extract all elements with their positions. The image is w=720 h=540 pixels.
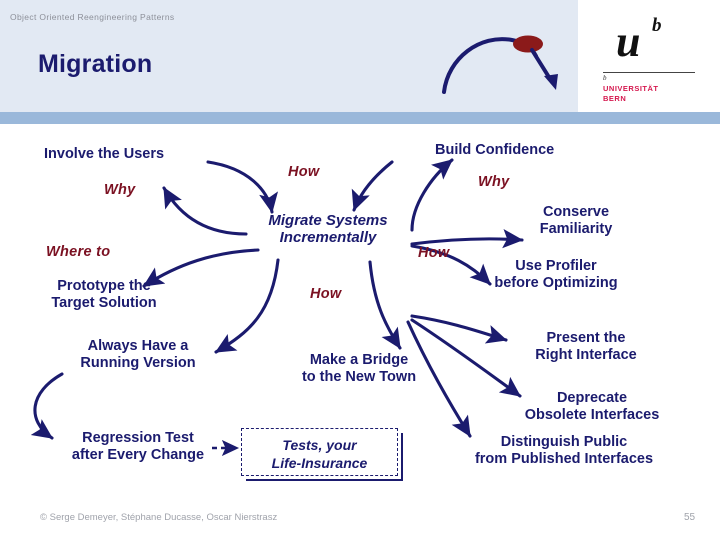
node-conserve-familiarity[interactable]: Conserve Familiarity xyxy=(539,204,613,237)
node-prototype-target-solution[interactable]: Prototype the Target Solution xyxy=(51,278,157,311)
node-deprecate-obsolete[interactable]: Deprecate Obsolete Interfaces xyxy=(524,390,660,423)
tests-box[interactable] xyxy=(241,428,398,476)
mindmap-diagram: Involve the Users Build Confidence Conse… xyxy=(0,124,720,500)
node-use-profiler[interactable]: Use Profiler before Optimizing xyxy=(494,258,618,291)
tests-box-label: Tests, your Life-Insurance xyxy=(271,437,368,471)
annotation-how-right: How xyxy=(418,245,450,261)
annotation-why-involve: Why xyxy=(104,182,136,198)
node-always-running-version[interactable]: Always Have a Running Version xyxy=(80,338,196,371)
book-kicker: Object Oriented Reengineering Patterns xyxy=(10,12,175,22)
logo-divider xyxy=(603,72,695,73)
node-involve-the-users[interactable]: Involve the Users xyxy=(44,146,165,162)
mindmap-connectors xyxy=(30,158,524,457)
node-present-right-interface[interactable]: Present the Right Interface xyxy=(535,330,637,363)
header-accent-band xyxy=(0,112,720,124)
tests-box-shadow xyxy=(246,433,403,481)
node-distinguish-public[interactable]: Distinguish Public from Published Interf… xyxy=(474,434,654,467)
logo-wordmark-line1: UNIVERSITÄT xyxy=(603,84,659,93)
logo-tiny-b: b xyxy=(603,74,607,82)
footer-copyright: © Serge Demeyer, Stéphane Ducasse, Oscar… xyxy=(40,512,278,523)
node-regression-test[interactable]: Regression Test after Every Change xyxy=(71,430,205,463)
annotation-how-top: How xyxy=(288,164,320,180)
node-make-a-bridge[interactable]: Make a Bridge to the New Town xyxy=(301,352,417,385)
logo-panel xyxy=(578,0,720,112)
logo-b-superscript: b xyxy=(652,15,662,36)
page-title: Migration xyxy=(38,50,153,78)
node-migrate-systems-incrementally[interactable]: Migrate Systems Incrementally xyxy=(268,212,388,246)
swoosh-dot xyxy=(513,35,543,53)
university-logo: u b b UNIVERSITÄT BERN xyxy=(592,16,704,104)
node-build-confidence[interactable]: Build Confidence xyxy=(435,142,555,158)
annotation-why-confidence: Why xyxy=(478,174,510,190)
swoosh-arrowhead xyxy=(544,74,558,90)
annotation-where-to: Where to xyxy=(46,244,111,260)
logo-wordmark-line2: BERN xyxy=(603,94,627,103)
annotation-how-bottom: How xyxy=(310,286,342,302)
header-swoosh-arrow xyxy=(442,35,558,94)
logo-wordmark: UNIVERSITÄT BERN xyxy=(603,84,659,104)
footer-page-number: 55 xyxy=(684,512,696,523)
logo-u-glyph: u xyxy=(616,17,641,66)
